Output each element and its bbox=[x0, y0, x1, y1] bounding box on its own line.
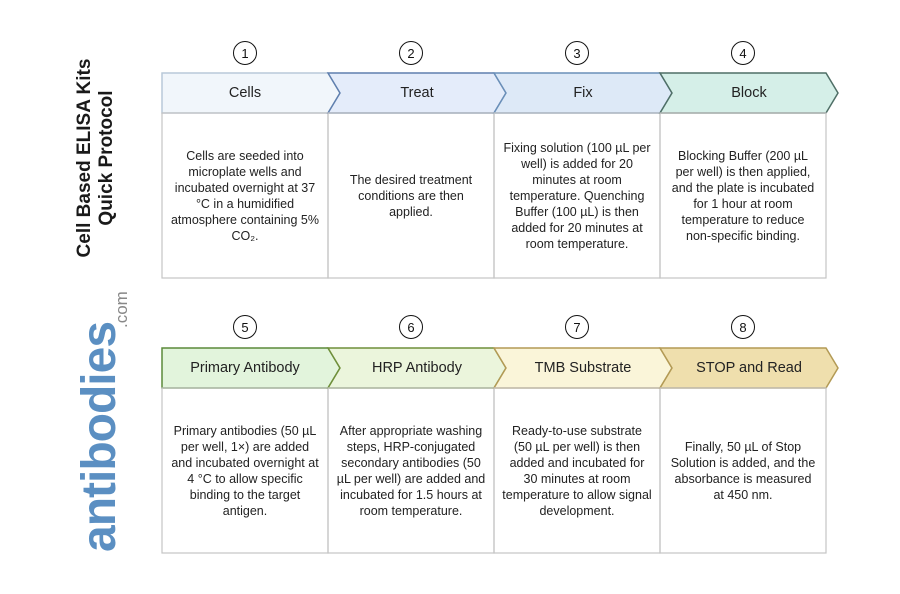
step-number: 4 bbox=[731, 41, 755, 65]
step-description: Ready-to-use substrate (50 µL per well) … bbox=[502, 423, 652, 518]
step-description: Blocking Buffer (200 µL per well) is the… bbox=[671, 148, 815, 243]
protocol-title: Cell Based ELISA Kits Quick Protocol bbox=[74, 50, 118, 266]
step-number: 5 bbox=[233, 315, 257, 339]
step-label: Cells bbox=[228, 85, 262, 101]
step-description: After appropriate washing steps, HRP-con… bbox=[336, 423, 486, 518]
step-number: 1 bbox=[233, 41, 257, 65]
title-line-1: Cell Based ELISA Kits bbox=[74, 58, 95, 258]
step-number: 3 bbox=[565, 41, 589, 65]
step-label: Fix bbox=[573, 85, 593, 101]
step-number: 6 bbox=[399, 315, 423, 339]
step-description: Finally, 50 µL of Stop Solution is added… bbox=[670, 439, 816, 502]
step-number: 2 bbox=[399, 41, 423, 65]
step-description: Cells are seeded into microplate wells a… bbox=[170, 148, 319, 243]
step-label: Primary Antibody bbox=[190, 360, 300, 376]
step-label: HRP Antibody bbox=[371, 360, 462, 376]
step-box-8 bbox=[659, 387, 827, 554]
title-line-2: Quick Protocol bbox=[96, 90, 117, 226]
antibodies-logo: antibodies bbox=[73, 321, 126, 552]
step-description: Primary antibodies (50 µL per well, 1×) … bbox=[171, 423, 319, 518]
logo-suffix: .com bbox=[112, 291, 131, 328]
step-label: STOP and Read bbox=[696, 360, 802, 376]
step-description: The desired treatment conditions are the… bbox=[349, 172, 473, 219]
step-label: Block bbox=[731, 85, 767, 101]
step-number: 8 bbox=[731, 315, 755, 339]
step-number: 7 bbox=[565, 315, 589, 339]
step-label: TMB Substrate bbox=[534, 360, 632, 376]
step-description: Fixing solution (100 µL per well) is add… bbox=[503, 140, 651, 251]
step-label: Treat bbox=[400, 85, 434, 101]
step-box-4 bbox=[659, 112, 827, 279]
